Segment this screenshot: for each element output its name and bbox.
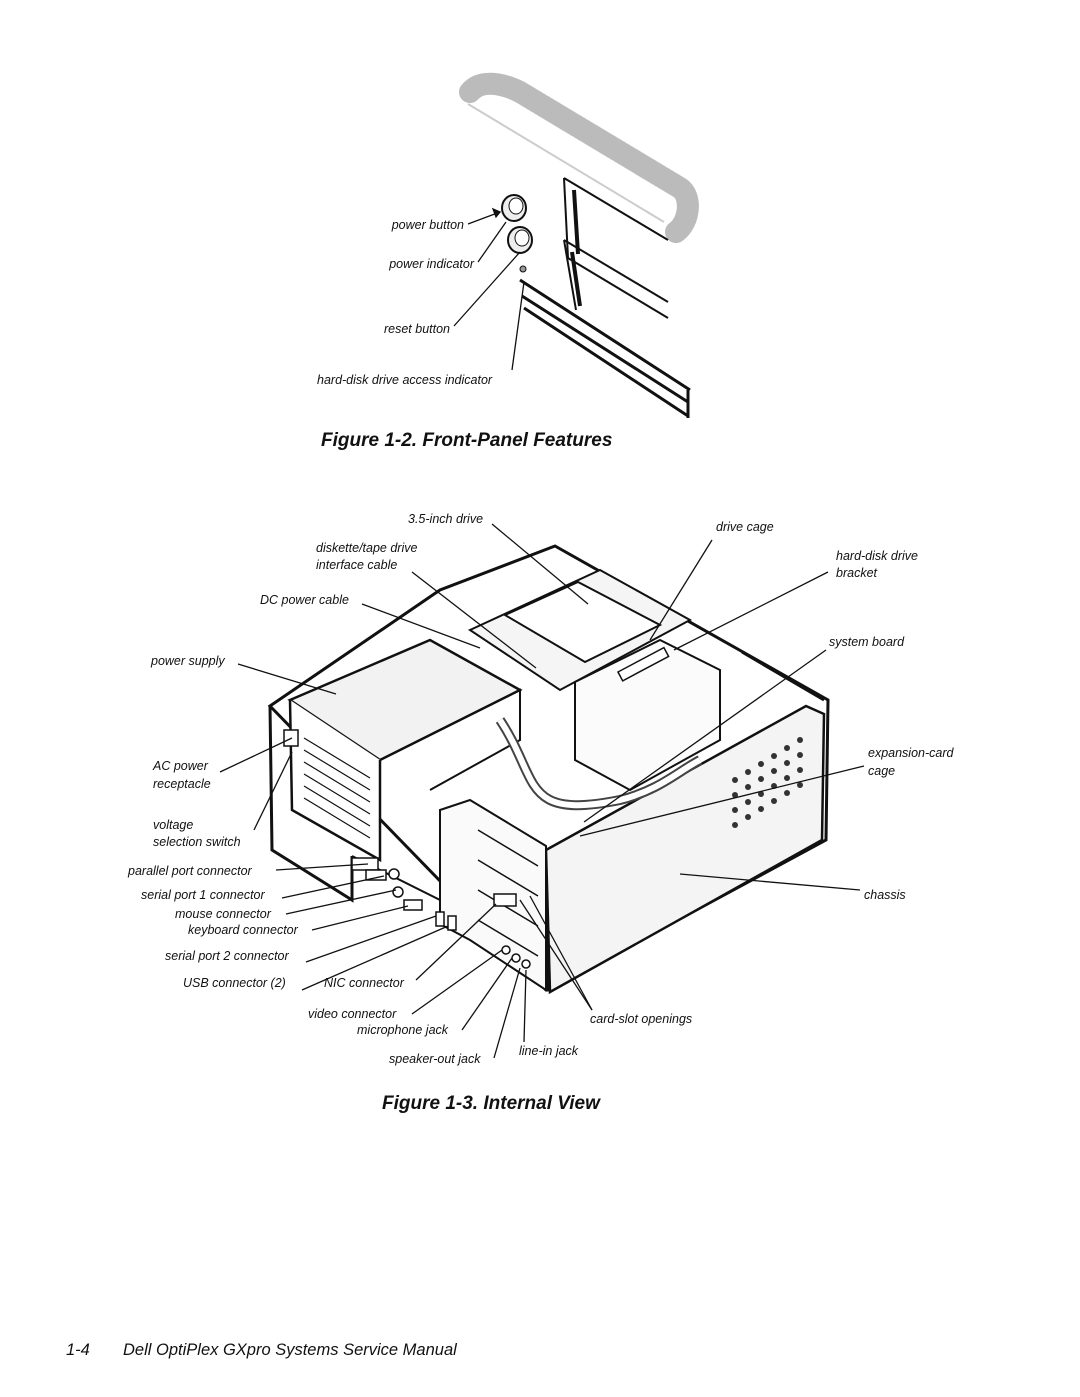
- label-serial-port-2: serial port 2 connector: [165, 949, 289, 963]
- page-number: 1-4: [66, 1341, 90, 1359]
- label-line-in-jack: line-in jack: [519, 1044, 579, 1058]
- label-diskette-cable-line1: diskette/tape drive: [316, 541, 418, 555]
- label-serial-port-1: serial port 1 connector: [141, 888, 265, 902]
- label-chassis: chassis: [864, 888, 906, 902]
- hdd-bracket-shape: [574, 638, 721, 792]
- label-voltage-line2: selection switch: [153, 835, 241, 849]
- label-video-connector: video connector: [308, 1007, 397, 1021]
- label-ac-power-line1: AC power: [153, 759, 208, 773]
- bezel-bottom-rail: [519, 278, 691, 418]
- label-parallel-port: parallel port connector: [128, 864, 252, 878]
- label-usb-connector: USB connector (2): [183, 976, 286, 990]
- label-hdd-access-indicator: hard-disk drive access indicator: [317, 373, 493, 387]
- label-mouse-connector: mouse connector: [175, 907, 271, 921]
- label-expansion-cage-line1: expansion-card: [868, 746, 954, 760]
- label-speaker-out-jack: speaker-out jack: [389, 1052, 481, 1066]
- label-keyboard-connector: keyboard connector: [188, 923, 298, 937]
- label-power-supply: power supply: [151, 654, 225, 668]
- chassis-vents: [732, 737, 803, 828]
- label-system-board: system board: [829, 635, 905, 649]
- figure-3-caption: Figure 1-3. Internal View: [382, 1093, 600, 1114]
- label-dc-power-cable: DC power cable: [260, 593, 349, 607]
- label-expansion-cage-line2: cage: [868, 764, 896, 778]
- chassis-side-panel: [544, 704, 826, 995]
- label-drive-cage: drive cage: [716, 520, 774, 534]
- label-hdd-bracket-line2: bracket: [836, 566, 877, 580]
- label-reset-button: reset button: [383, 322, 450, 336]
- label-hdd-bracket-line1: hard-disk drive: [836, 549, 918, 563]
- label-voltage-line1: voltage: [153, 818, 194, 832]
- power-indicator-led: [519, 265, 527, 273]
- label-microphone-jack: microphone jack: [357, 1023, 449, 1037]
- manual-title: Dell OptiPlex GXpro Systems Service Manu…: [123, 1341, 457, 1359]
- label-power-indicator: power indicator: [389, 257, 474, 271]
- label-ac-power-line2: receptacle: [153, 777, 211, 791]
- label-diskette-cable-line2: interface cable: [316, 558, 398, 572]
- figure-2-caption: Figure 1-2. Front-Panel Features: [321, 430, 613, 451]
- label-card-slot-openings: card-slot openings: [590, 1012, 693, 1026]
- figure-3-leader-lines: [219, 523, 865, 1059]
- label-power-button: power button: [391, 218, 464, 232]
- label-3-5-inch-drive: 3.5-inch drive: [408, 512, 484, 526]
- drive-bay-lower: [563, 239, 669, 311]
- label-nic-connector: NIC connector: [324, 976, 404, 990]
- bezel-top-edge: [459, 72, 699, 243]
